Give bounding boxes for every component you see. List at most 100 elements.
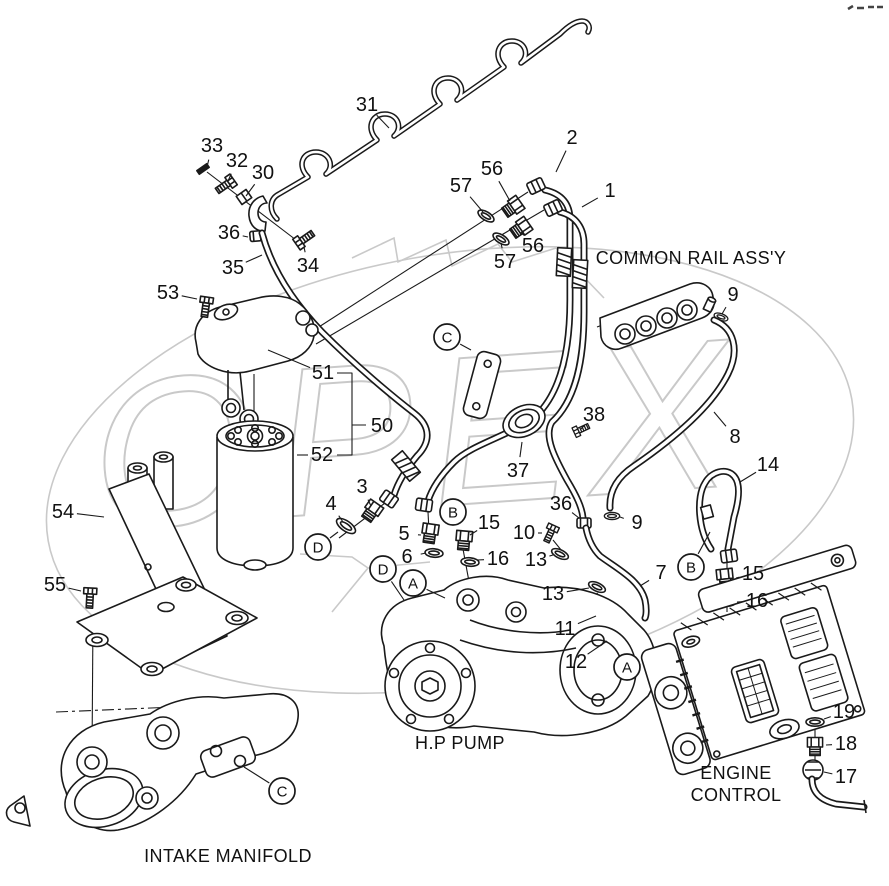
leader-line (420, 552, 427, 555)
part-number-17: 17 (835, 766, 857, 788)
leader-line (426, 588, 446, 599)
ref-letter-B: B (677, 553, 705, 581)
caption-3: CONTROL (691, 785, 782, 805)
leader-line (338, 515, 344, 523)
leader-line (243, 766, 270, 784)
leader-line (245, 183, 256, 197)
oring-16m (459, 556, 481, 568)
leader-line (619, 516, 624, 519)
part-number-35: 35 (222, 257, 244, 279)
caption-1: H.P PUMP (415, 733, 505, 753)
leader-line (500, 242, 503, 249)
part-number-1: 1 (604, 180, 615, 202)
leader-line (580, 424, 585, 430)
leader-line (581, 197, 599, 208)
part-number-8: 8 (729, 426, 740, 448)
part-number-7: 7 (655, 562, 666, 584)
leader-line (721, 306, 727, 315)
part-number-37: 37 (507, 460, 529, 482)
leader-line (519, 441, 523, 458)
part-number-51: 51 (312, 362, 334, 384)
leader-line (303, 246, 306, 253)
rail-end-fitting (702, 296, 717, 314)
hp-pump (380, 575, 657, 737)
ref-letter-C: C (433, 323, 461, 351)
svg-text:D: D (378, 562, 389, 579)
intake-manifold (5, 693, 299, 832)
part-number-9: 9 (631, 512, 642, 534)
part-number-57: 57 (450, 175, 472, 197)
leader-line (329, 531, 339, 539)
part-number-18: 18 (835, 733, 857, 755)
leader-line (390, 581, 405, 601)
ref-letter-B: B (439, 498, 467, 526)
part-number-52: 52 (311, 444, 333, 466)
nut-14 (719, 548, 739, 564)
leader-line (242, 235, 249, 238)
pin-33 (196, 162, 210, 176)
part-number-6: 6 (401, 546, 412, 568)
corner-artifact (847, 4, 883, 11)
part-number-12: 12 (565, 651, 587, 673)
part-number-2: 2 (566, 127, 577, 149)
part-number-13: 13 (525, 549, 547, 571)
bolt-55 (82, 586, 98, 610)
part-number-57: 57 (494, 251, 516, 273)
part-number-53: 53 (157, 282, 179, 304)
svg-text:A: A (408, 576, 418, 593)
ref-letter-A: A (399, 569, 427, 597)
part-number-56: 56 (522, 235, 544, 257)
leader-line (76, 513, 105, 518)
leader-line (577, 615, 597, 625)
leader-line (697, 531, 711, 555)
ecu-fittings (802, 716, 868, 814)
ref-letter-C: C (268, 777, 296, 805)
part-number-16: 16 (487, 548, 509, 570)
ref-letter-A: A (613, 653, 641, 681)
part-number-14: 14 (757, 454, 779, 476)
svg-text:D: D (313, 540, 324, 557)
leader-line (555, 150, 567, 173)
braid-hose2 (555, 246, 573, 278)
oring-9b (603, 511, 621, 521)
svg-text:C: C (442, 330, 453, 347)
part-number-54: 54 (52, 501, 74, 523)
part-number-55: 55 (44, 574, 66, 596)
part-number-5: 5 (398, 523, 409, 545)
ref-letter-D: D (304, 533, 332, 561)
diagram-art (5, 18, 868, 832)
part-number-36: 36 (550, 493, 572, 515)
part-number-15: 15 (478, 512, 500, 534)
leader-line (206, 159, 210, 168)
leader-line (227, 173, 232, 182)
watermark-zigzag-upper (351, 236, 605, 299)
common-rail (596, 282, 730, 351)
part-number-9: 9 (727, 284, 738, 306)
leader-line (549, 554, 554, 557)
part-number-4: 4 (325, 493, 336, 515)
leader-line (587, 640, 608, 655)
svg-text:C: C (277, 784, 288, 801)
leader-line (566, 587, 590, 593)
leader-line (367, 499, 372, 507)
ref-letter-D: D (369, 555, 397, 583)
part-number-36: 36 (218, 222, 240, 244)
filter-bracket (76, 451, 258, 677)
leader-line (735, 576, 740, 579)
leader-line (245, 254, 263, 263)
svg-text:B: B (686, 560, 696, 577)
leader-line (823, 771, 833, 775)
part-number-10: 10 (513, 522, 535, 544)
leader-line (520, 231, 525, 236)
part-number-11: 11 (555, 618, 576, 640)
svg-text:B: B (448, 505, 458, 522)
part-number-56: 56 (481, 158, 503, 180)
leader-line (739, 471, 757, 483)
nut-hoseM (414, 497, 434, 513)
leader-line (823, 716, 831, 720)
bolt-34 (291, 226, 318, 251)
oring-13a (549, 545, 571, 563)
part-number-33: 33 (201, 135, 223, 157)
leader-line (469, 196, 484, 213)
